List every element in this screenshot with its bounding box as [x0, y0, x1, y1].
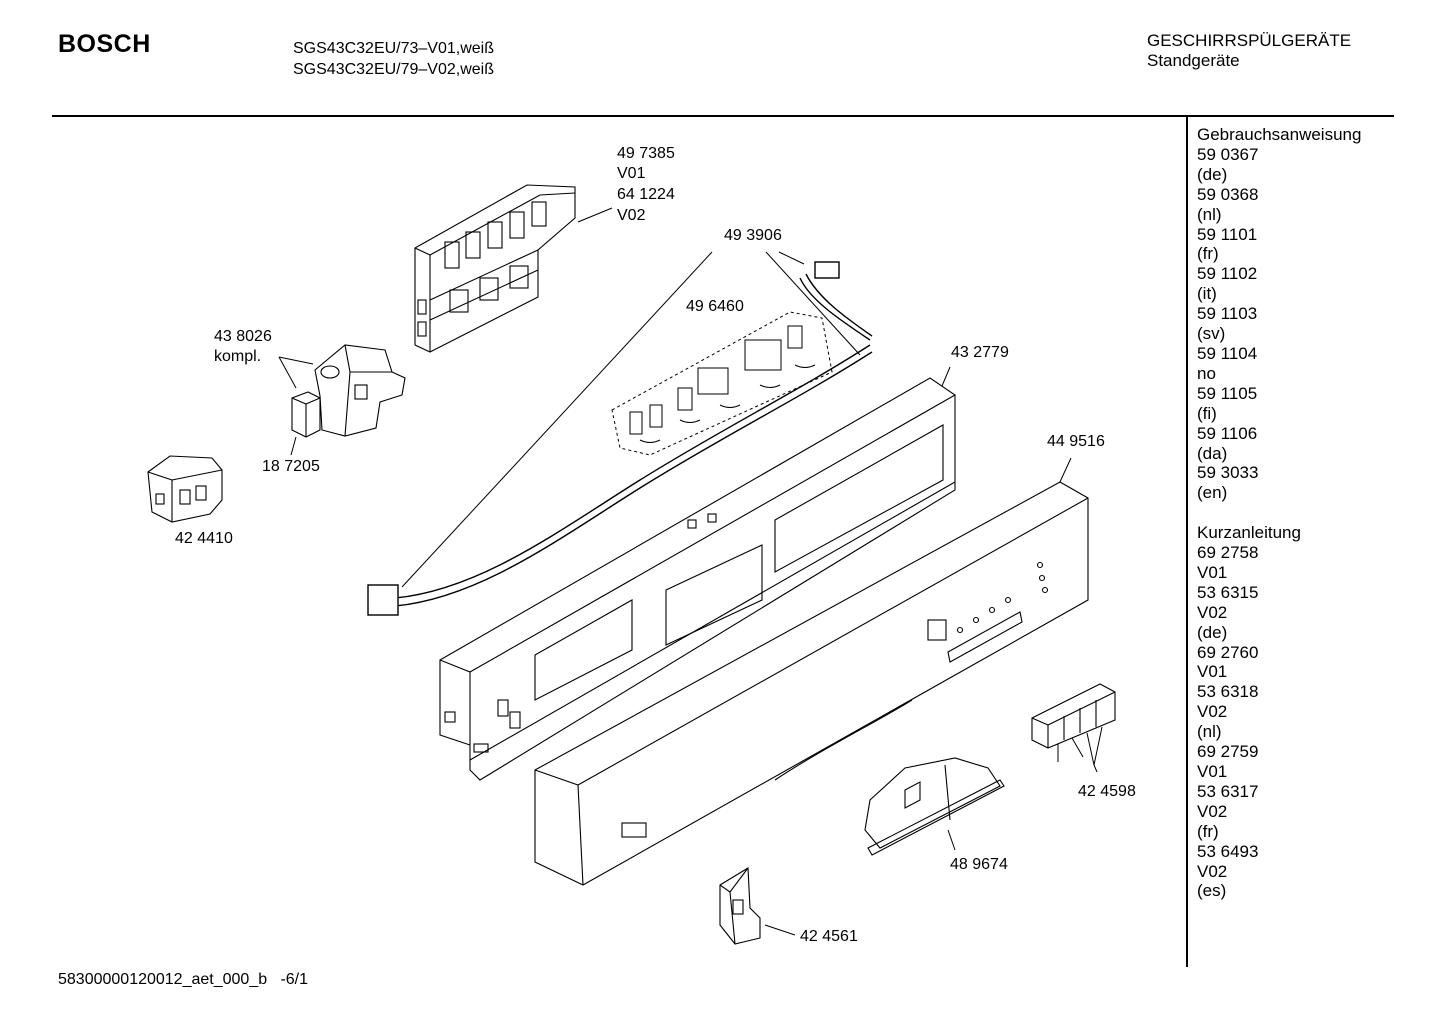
- header-divider: [52, 115, 1394, 117]
- quick-guide-entry: 53 6315: [1197, 582, 1259, 602]
- quick-guide-entry: V01: [1197, 761, 1228, 781]
- manual-entry: (it): [1197, 284, 1217, 304]
- quick-guide-entry: 69 2758: [1197, 543, 1259, 563]
- quick-guide-entry: 69 2760: [1197, 642, 1259, 662]
- manual-entry: 59 1106: [1197, 423, 1258, 443]
- quick-guide-entry: (fr): [1197, 821, 1219, 841]
- quick-guide-entry: 53 6493: [1197, 841, 1259, 861]
- manual-entry: (da): [1197, 443, 1228, 463]
- panel-frame-part: [439, 377, 956, 781]
- manual-entry: 59 1102: [1197, 264, 1258, 284]
- manual-entry: 59 1101: [1197, 224, 1258, 244]
- label-control-module-2: V01: [617, 165, 646, 182]
- label-control-module-1: 49 7385: [617, 145, 675, 162]
- manual-heading: Gebrauchsanweisung: [1197, 125, 1362, 144]
- manual-entry: (fi): [1197, 403, 1217, 423]
- quick-guide-entry: V02: [1197, 861, 1228, 881]
- connector-set-part: [611, 311, 833, 456]
- manual-entry: 59 0367: [1197, 144, 1259, 164]
- microswitch-part: [291, 391, 321, 438]
- quick-guide-heading: Kurzanleitung: [1197, 523, 1301, 543]
- manual-entry: 59 0368: [1197, 184, 1259, 204]
- label-bracket: 42 4561: [800, 928, 858, 945]
- leader-lines: [278, 207, 1103, 936]
- quick-guide-entry: V02: [1197, 702, 1228, 722]
- label-door-lock-1: 43 8026: [214, 328, 272, 345]
- manual-entry: (fr): [1197, 244, 1219, 264]
- sidebar-divider: [1186, 117, 1188, 967]
- manual-entry: (de): [1197, 164, 1228, 184]
- control-panel-part: [534, 481, 1089, 886]
- button-set-part: [1031, 683, 1116, 749]
- brand-logo: BOSCH: [58, 30, 151, 58]
- manual-entry: (sv): [1197, 324, 1226, 344]
- category-title: GESCHIRRSPÜLGERÄTE: [1147, 31, 1352, 50]
- model-line-1: SGS43C32EU/73–V01,weiß: [293, 40, 494, 57]
- control-module-part: [414, 184, 576, 353]
- label-control-module-3: 64 1224: [617, 186, 675, 203]
- quick-guide-entry: V02: [1197, 801, 1228, 821]
- label-wiring-harness: 49 3906: [724, 227, 782, 244]
- manual-entry: (en): [1197, 483, 1228, 503]
- manual-entry: 59 1104: [1197, 343, 1258, 363]
- label-control-panel: 44 9516: [1047, 433, 1105, 450]
- documentation-list: Gebrauchsanweisung 59 0367 (de) 59 0368 …: [1197, 125, 1361, 901]
- quick-guide-entry: (es): [1197, 881, 1227, 901]
- label-microswitch: 18 7205: [262, 458, 320, 475]
- manual-entry: no: [1197, 363, 1216, 383]
- relay-part: [147, 455, 223, 523]
- exploded-view-drawing: [147, 184, 1116, 945]
- quick-guide-entry: 69 2759: [1197, 742, 1259, 762]
- manual-entry: 59 3033: [1197, 463, 1259, 483]
- label-handle: 48 9674: [950, 856, 1008, 873]
- manual-entry: (nl): [1197, 204, 1222, 224]
- model-line-2: SGS43C32EU/79–V02,weiß: [293, 61, 494, 78]
- quick-guide-entry: V01: [1197, 662, 1228, 682]
- label-control-module-4: V02: [617, 207, 646, 224]
- handle-part: [864, 757, 1005, 856]
- label-panel-frame: 43 2779: [951, 344, 1009, 361]
- label-connector-set: 49 6460: [686, 298, 744, 315]
- document-id: 58300000120012_aet_000_b -6/1: [58, 971, 309, 988]
- manual-entry: 59 1105: [1197, 383, 1258, 403]
- bracket-part: [719, 867, 761, 945]
- quick-guide-entry: 53 6317: [1197, 781, 1259, 801]
- quick-guide-entry: 53 6318: [1197, 682, 1259, 702]
- list-spacer: [1197, 503, 1361, 523]
- label-door-lock-2: kompl.: [214, 348, 262, 365]
- quick-guide-entry: (nl): [1197, 722, 1222, 742]
- door-lock-part: [314, 344, 406, 437]
- category-subtitle: Standgeräte: [1147, 51, 1240, 70]
- manual-entry: 59 1103: [1197, 304, 1258, 324]
- quick-guide-entry: V01: [1197, 562, 1228, 582]
- label-button-set: 42 4598: [1078, 783, 1136, 800]
- quick-guide-entry: V02: [1197, 602, 1228, 622]
- label-relay: 42 4410: [175, 530, 233, 547]
- quick-guide-entry: (de): [1197, 622, 1228, 642]
